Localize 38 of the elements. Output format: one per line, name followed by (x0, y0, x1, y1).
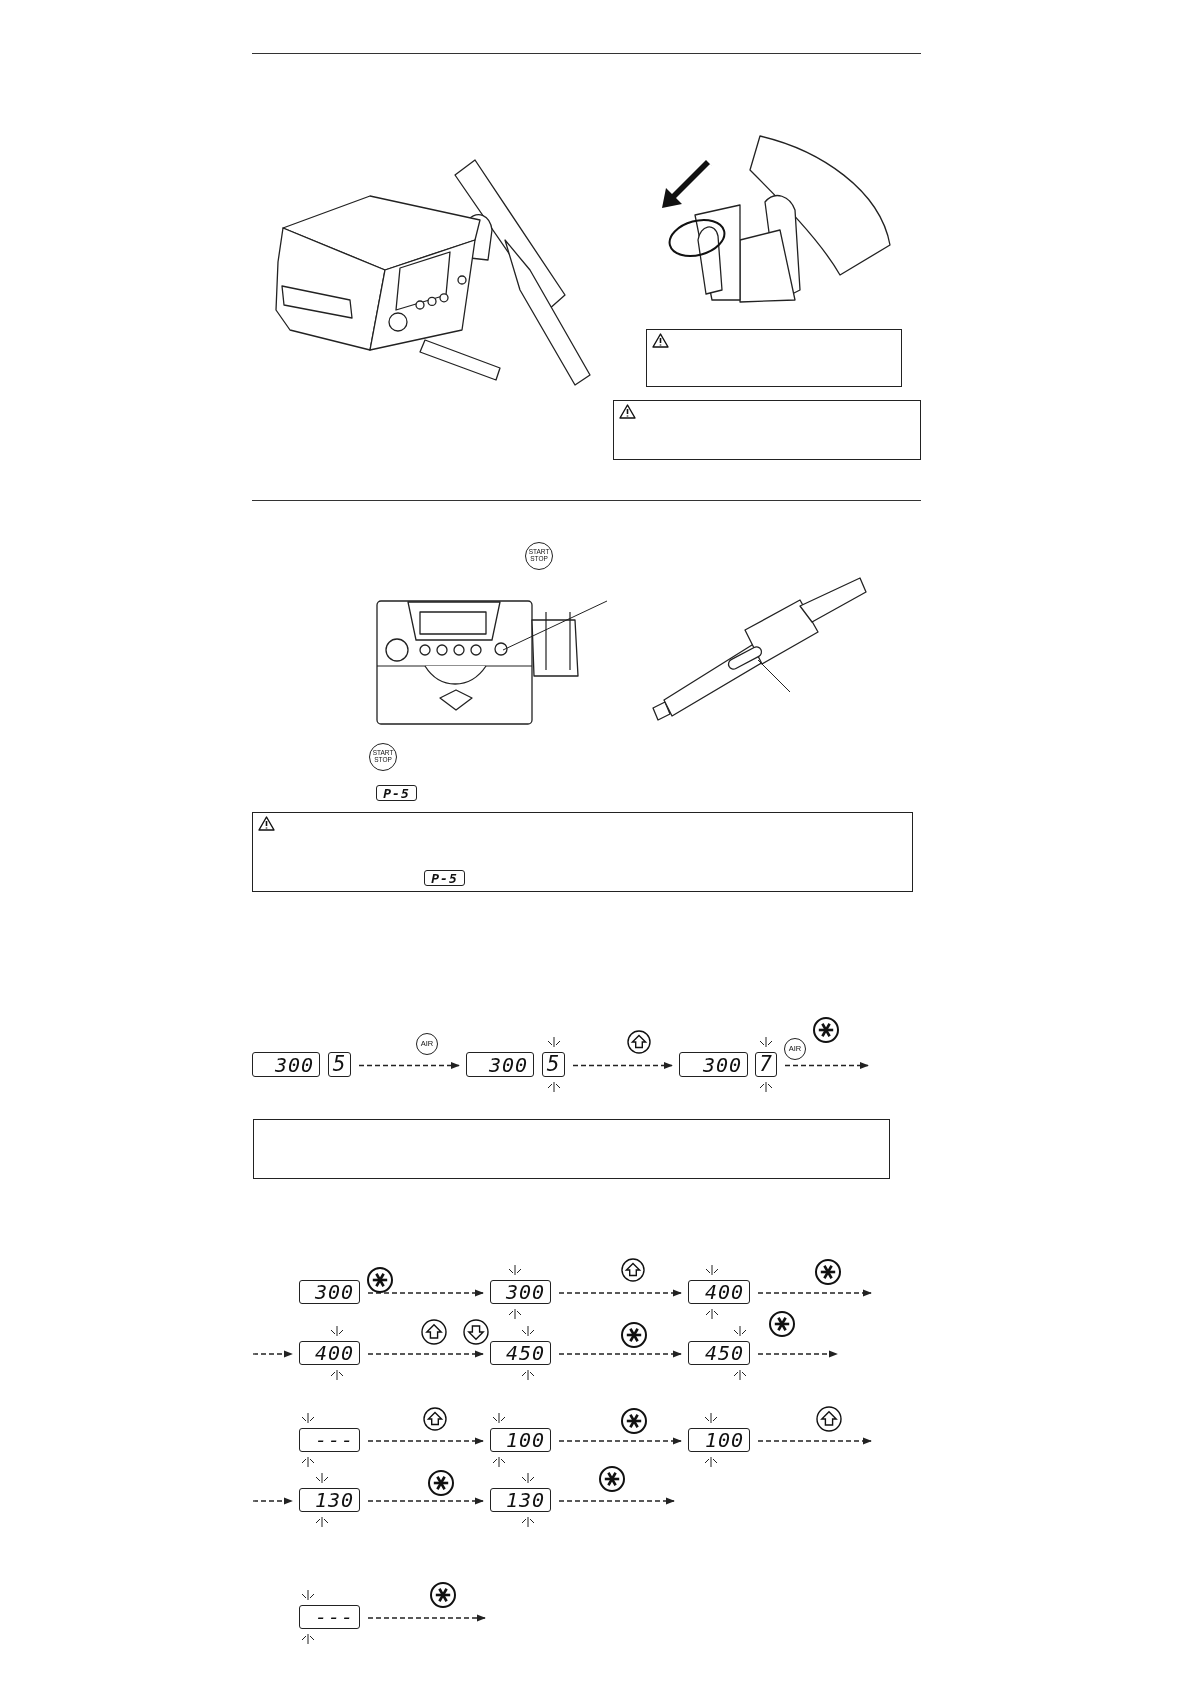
dashed-arrow (558, 1437, 682, 1445)
dashed-arrow (558, 1289, 682, 1297)
dashed-arrow (367, 1614, 486, 1622)
lcd-display: 300 (252, 1052, 320, 1077)
lcd-display: 5 (328, 1052, 351, 1077)
lcd-display: 400 (299, 1341, 360, 1365)
lcd-display: 300 (490, 1280, 551, 1304)
dashed-arrow (358, 1061, 460, 1070)
dashed-arrow (252, 1497, 293, 1505)
lcd-display: 5 (542, 1052, 565, 1077)
lcd-display: 130 (299, 1488, 360, 1512)
note-box (253, 1119, 890, 1179)
dashed-arrow (784, 1061, 869, 1070)
lcd-display: 300 (679, 1052, 748, 1077)
dashed-arrow (757, 1437, 872, 1445)
dashed-arrow (252, 1350, 293, 1358)
dashed-arrow (757, 1350, 838, 1358)
dashed-arrow (558, 1497, 675, 1505)
lcd-display: 450 (490, 1341, 551, 1365)
lcd-display: --- (299, 1605, 360, 1629)
dashed-arrow (367, 1497, 484, 1505)
dashed-arrow (757, 1289, 872, 1297)
lcd-display: 100 (490, 1428, 551, 1452)
lcd-display: 130 (490, 1488, 551, 1512)
lcd-display: 300 (466, 1052, 534, 1077)
lcd-display: 400 (688, 1280, 750, 1304)
lcd-display: 450 (688, 1341, 750, 1365)
dashed-arrow (572, 1061, 673, 1070)
dashed-arrow (558, 1350, 682, 1358)
lcd-display: P-5 (376, 785, 417, 801)
lcd-display: --- (299, 1428, 360, 1452)
lcd-display: 100 (688, 1428, 750, 1452)
dashed-arrow (367, 1350, 484, 1358)
lcd-display: 300 (299, 1280, 360, 1304)
dashed-arrow (367, 1437, 484, 1445)
dashed-arrow (367, 1289, 484, 1297)
lcd-display: 7 (755, 1052, 777, 1077)
lcd-display: P-5 (424, 870, 465, 886)
